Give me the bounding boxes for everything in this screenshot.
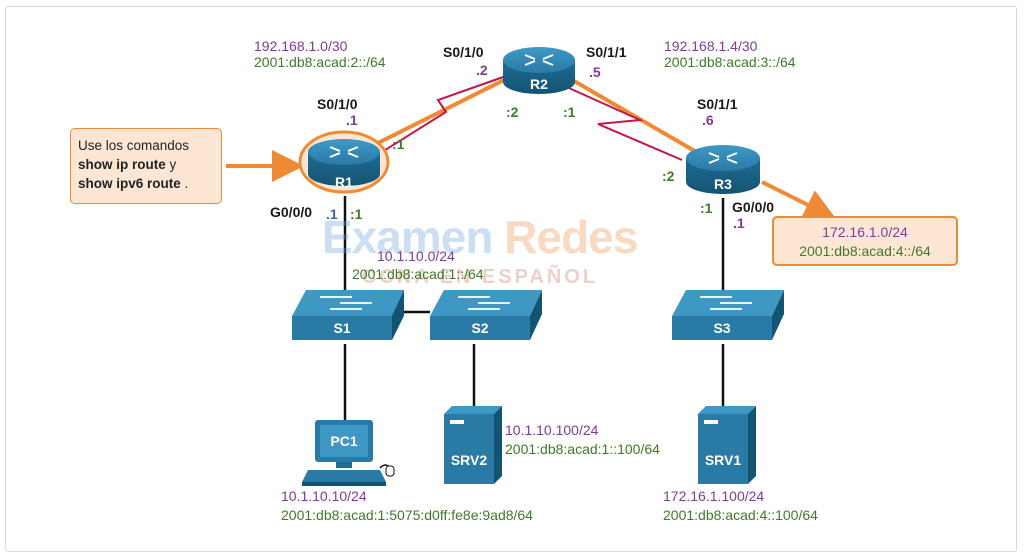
srv2-ipv6: 2001:db8:acad:1::100/64 [505,441,660,457]
r1-label: R1 [335,174,353,190]
pc1-label: PC1 [330,433,358,449]
r2-left-interface: S0/1/0 [443,44,484,60]
router-arrows-icon [708,152,738,164]
net-lan1-ipv4: 10.1.10.0/24 [377,248,455,264]
switch-arrows-icon [458,296,510,310]
serial-link-r1-r2 [365,75,507,163]
r3-g-ipv6-host: :1 [700,200,713,216]
router-arrows-icon [329,146,359,158]
watermark-subtitle: CCNA EN ESPAÑOL [362,266,599,288]
pc1-computer[interactable] [302,420,395,486]
srv1-ipv4: 172.16.1.100/24 [663,488,765,504]
pc1-ipv4: 10.1.10.10/24 [281,488,367,504]
destination-ipv4: 172.16.1.0/24 [822,224,908,240]
r1-g-ipv4-host: .1 [326,206,338,222]
r2-label: R2 [530,76,548,92]
s1-label: S1 [333,320,351,336]
diagram-frame [5,6,1017,552]
srv2-ipv4: 10.1.10.100/24 [505,422,599,438]
srv1-server[interactable] [698,406,756,484]
instruction-note: Use los comandos show ip route y show ip… [70,128,222,204]
destination-arrow [761,180,837,220]
r2-left-ipv4-host: .2 [476,62,488,78]
router-arrows-icon [524,54,554,66]
note-suffix-2: . [180,176,189,191]
switch-s3[interactable] [672,290,784,340]
note-command-ipv6: show ipv6 route [78,176,181,191]
s3-label: S3 [713,320,731,336]
r1-serial-ipv6-host: :1 [392,136,405,152]
serial-link-r2-r3 [559,83,683,161]
path-r2-r3 [560,72,707,159]
switch-arrows-icon [700,296,752,310]
net-r2-r3-ipv4: 192.168.1.4/30 [664,38,758,54]
note-line-1: Use los comandos [78,138,190,153]
r3-serial-ipv6-host: :2 [662,168,675,184]
srv2-label: SRV2 [450,452,488,468]
srv1-label: SRV1 [704,452,742,468]
watermark-logo: Examen Redes [322,211,638,263]
note-command-ip: show ip route [78,157,166,172]
r3-label: R3 [714,176,732,192]
path-r1-r2 [359,70,521,154]
r1-serial-interface: S0/1/0 [317,96,358,112]
r3-g-ipv4-host: .1 [733,215,745,231]
net-r1-r2-ipv4: 192.168.1.0/30 [254,38,348,54]
router-r1[interactable] [298,130,390,194]
s2-label: S2 [471,320,489,336]
srv1-ipv6: 2001:db8:acad:4::100/64 [663,507,818,523]
net-lan1-ipv6: 2001:db8:acad:1::/64 [352,266,484,282]
r2-left-ipv6-host: :2 [506,104,519,120]
switch-s1[interactable] [292,290,404,340]
r1-g-interface: G0/0/0 [270,204,313,220]
r1-g-ipv6-host: :1 [350,206,363,222]
note-line-2: show ip route y [78,155,221,174]
destination-network-box: 172.16.1.0/24 2001:db8:acad:4::/64 [772,216,958,266]
net-r1-r2-ipv6: 2001:db8:acad:2::/64 [254,54,386,70]
srv2-server[interactable] [444,406,502,484]
r2-right-ipv6-host: :1 [563,104,576,120]
r3-g-interface: G0/0/0 [732,199,775,215]
note-suffix-1: y [165,157,177,172]
router-r2[interactable] [503,47,575,94]
r3-serial-interface: S0/1/1 [697,96,738,112]
r1-serial-ipv4-host: .1 [346,112,358,128]
switch-arrows-icon [320,296,372,310]
r3-serial-ipv4-host: .6 [702,112,714,128]
router-r3[interactable] [686,145,760,194]
net-r2-r3-ipv6: 2001:db8:acad:3::/64 [664,54,796,70]
pc1-ipv6: 2001:db8:acad:1:5075:d0ff:fe8e:9ad8/64 [281,507,533,523]
switch-s2[interactable] [430,290,542,340]
r2-right-interface: S0/1/1 [586,44,627,60]
r2-right-ipv4-host: .5 [589,64,601,80]
destination-ipv6: 2001:db8:acad:4::/64 [799,243,931,259]
note-line-3: show ipv6 route . [78,174,221,193]
